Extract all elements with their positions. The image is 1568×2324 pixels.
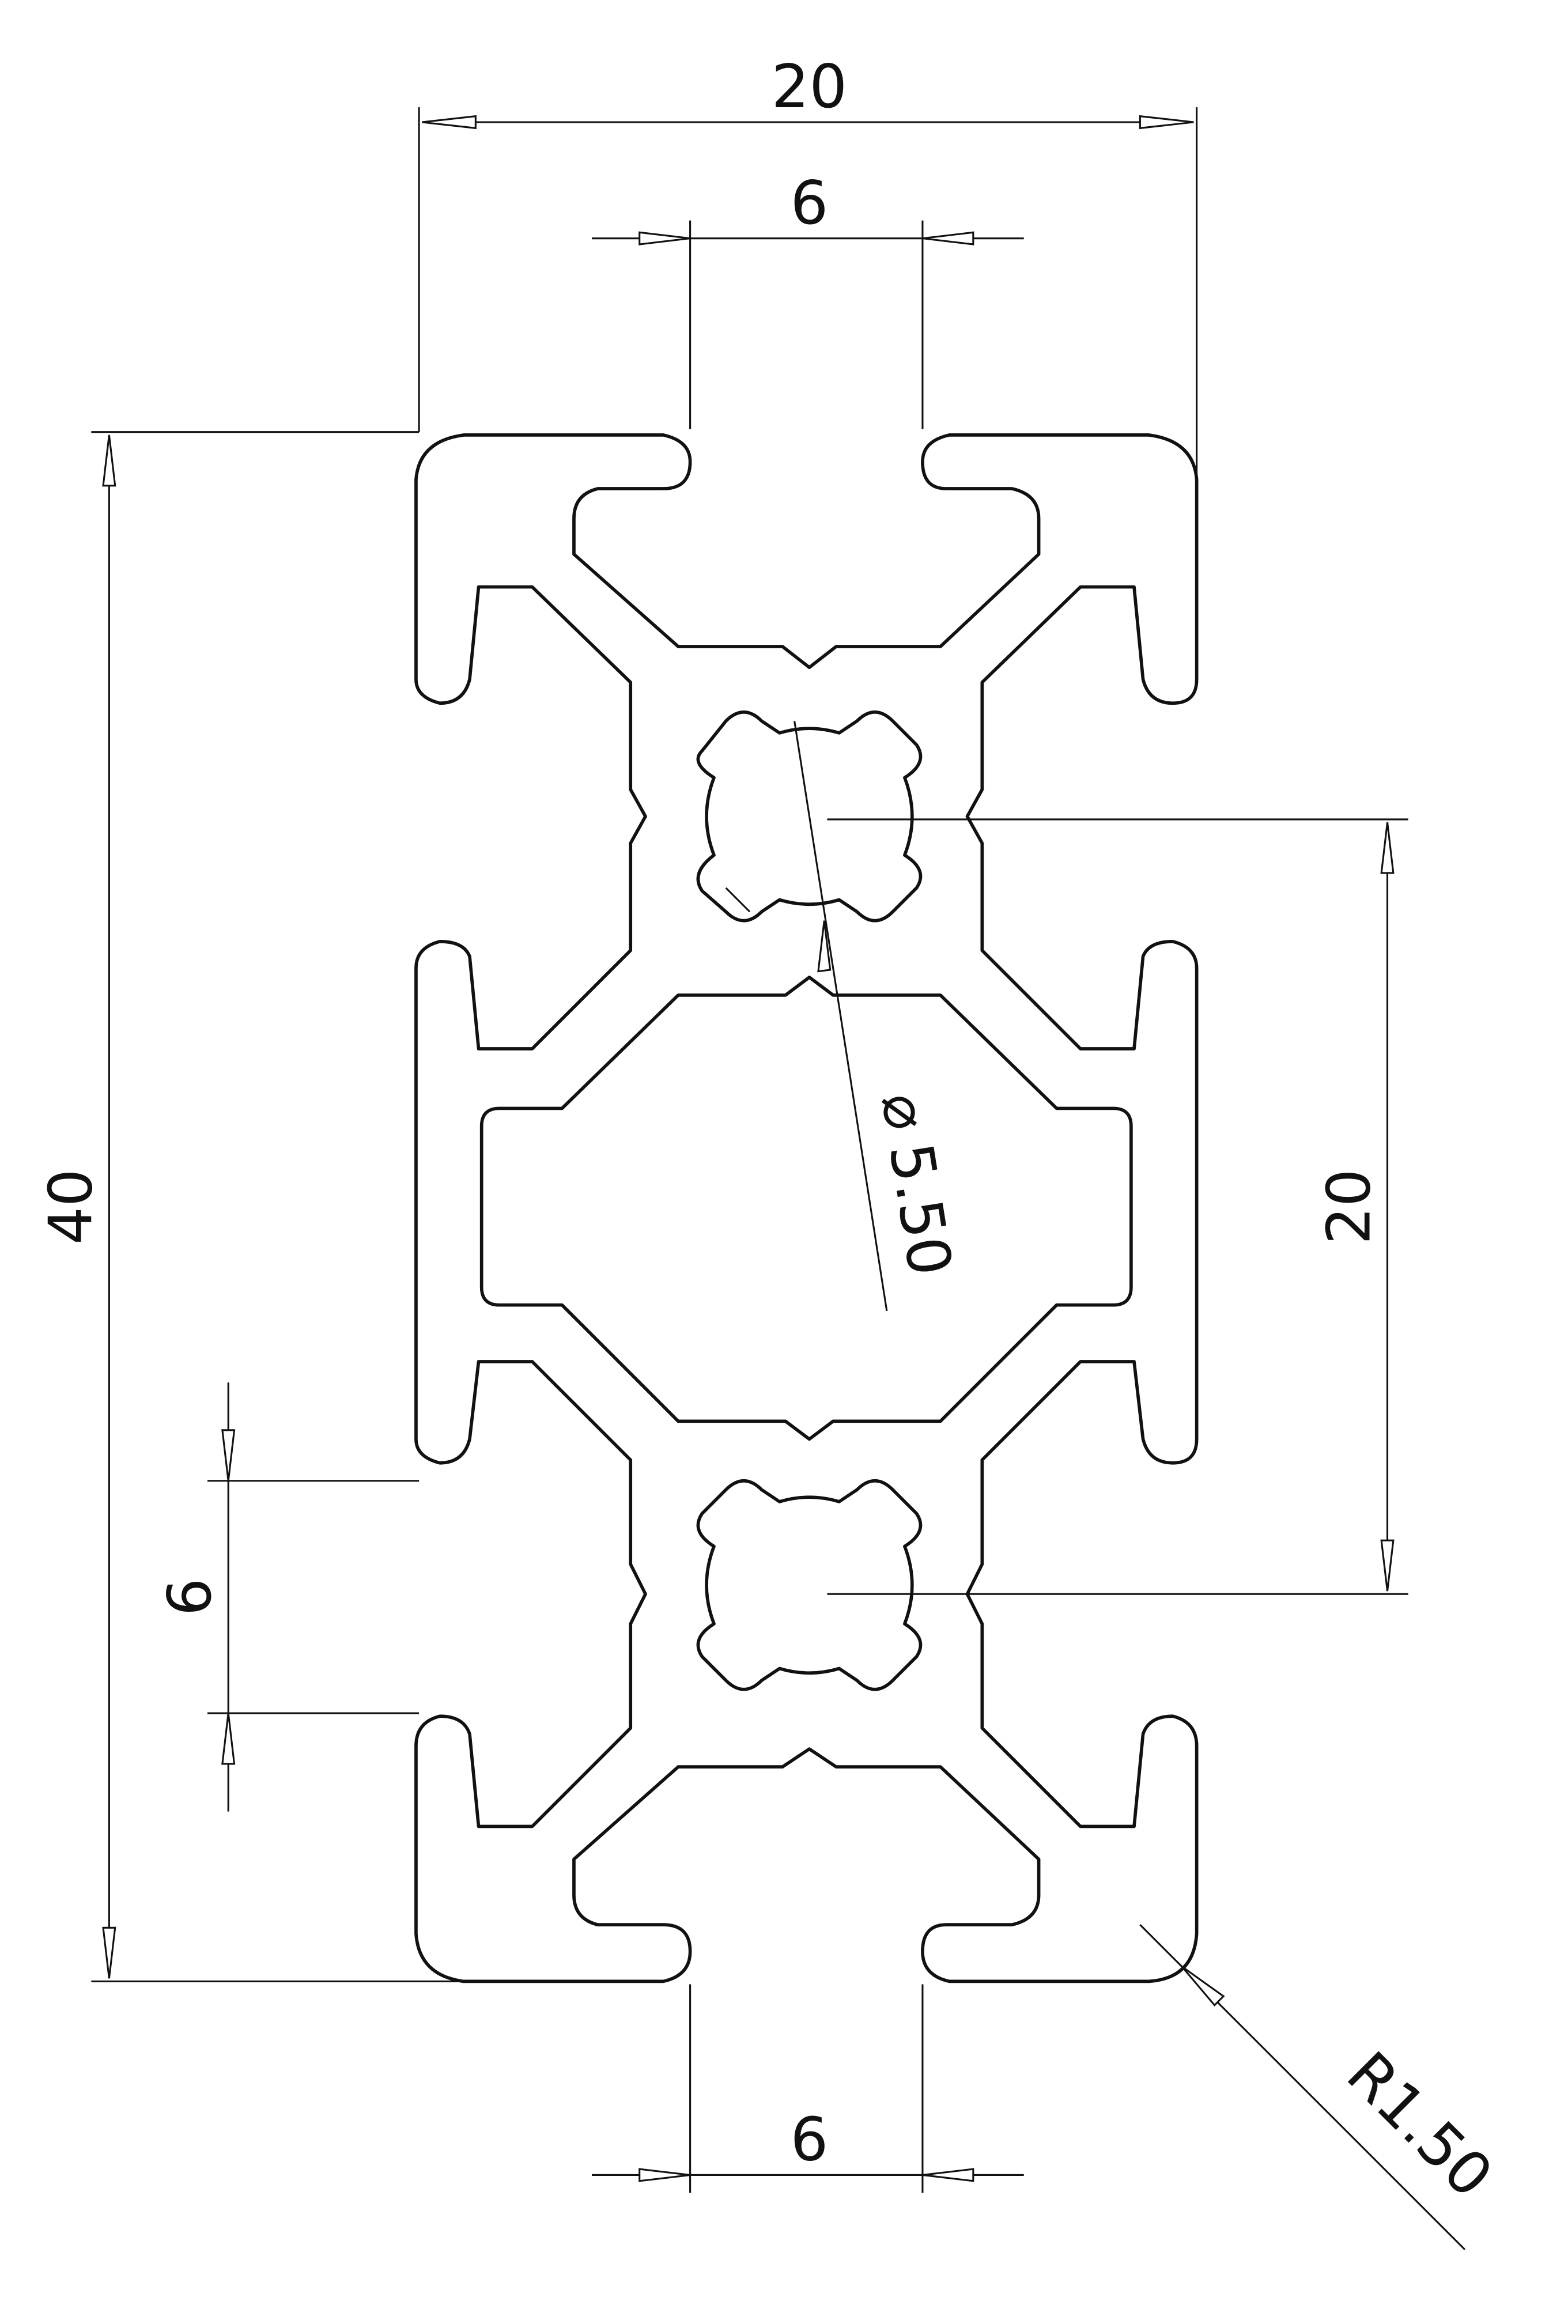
dimension-bottom-slot: 6 xyxy=(592,1984,1024,2193)
arrowhead xyxy=(817,920,832,973)
arrowhead xyxy=(1139,115,1194,130)
outer-contour xyxy=(414,433,1199,1983)
lower-core-bore xyxy=(696,1479,923,1691)
arrowhead xyxy=(1380,1539,1395,1592)
upper-core-bore xyxy=(696,711,923,923)
dim-label-top-width: 20 xyxy=(772,52,848,122)
arrowhead xyxy=(102,434,116,487)
upper-bore-slit xyxy=(725,887,751,913)
arrowhead xyxy=(221,1713,236,1765)
profile-outline xyxy=(414,433,1199,1983)
arrowhead xyxy=(638,231,690,245)
dim-label-top-slot: 6 xyxy=(791,169,829,238)
dim-label-hole-diameter: 5.50 xyxy=(875,1139,965,1280)
dim-label-bottom-slot: 6 xyxy=(791,2106,829,2175)
dim-label-hole-spacing: 20 xyxy=(1315,1169,1384,1245)
arrowhead xyxy=(1380,822,1395,874)
arrowhead xyxy=(1181,1966,1225,2007)
dim-label-overall-height: 40 xyxy=(36,1169,105,1245)
arrowhead xyxy=(922,231,974,245)
arrowhead xyxy=(102,1926,116,1979)
dimension-hole-diameter: ⌀ 5.50 xyxy=(794,721,965,1312)
dimension-top-width: 20 xyxy=(418,52,1198,477)
dimension-side-slot: 6 xyxy=(156,1382,420,1812)
arrowhead xyxy=(422,115,477,130)
arrowhead xyxy=(638,2168,690,2182)
dim-label-corner-radius: R1.50 xyxy=(1333,2039,1505,2210)
dim-diameter-symbol: ⌀ xyxy=(868,1089,942,1135)
dim-label-side-slot: 6 xyxy=(156,1578,225,1616)
arrowhead xyxy=(221,1429,236,1481)
dimension-overall-height: 40 xyxy=(36,431,461,1982)
dimension-hole-spacing: 20 xyxy=(827,818,1408,1595)
center-cavity xyxy=(479,976,1133,1441)
arrowhead xyxy=(922,2168,974,2182)
dimension-top-slot: 6 xyxy=(592,169,1024,429)
dimension-corner-radius: R1.50 xyxy=(1139,1924,1506,2250)
